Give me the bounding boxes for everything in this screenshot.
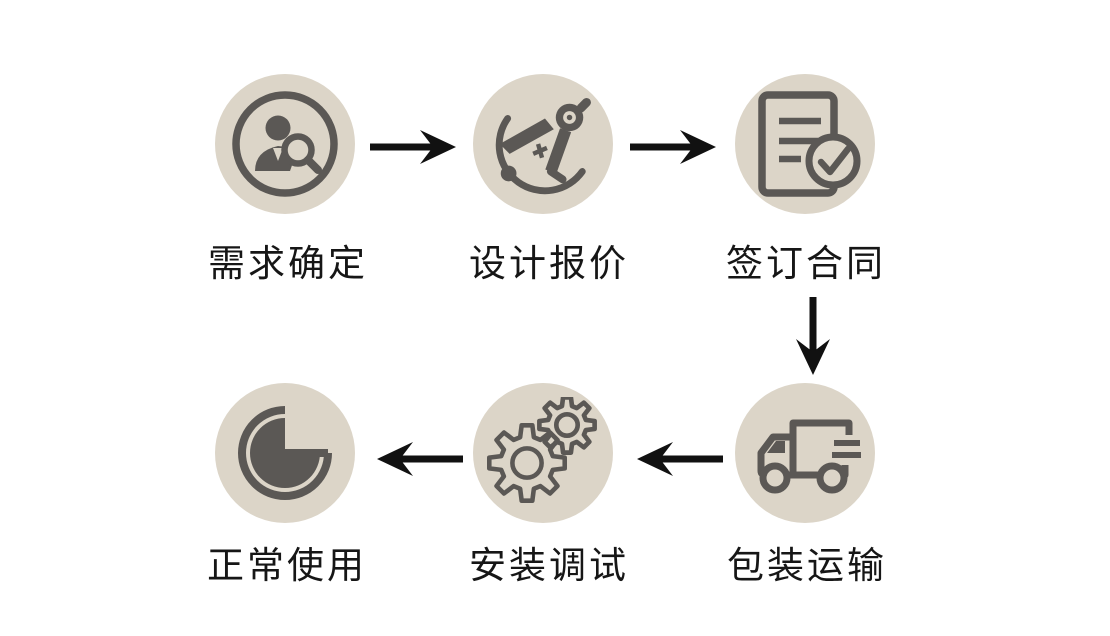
gears-icon [487,397,599,509]
step-label-shipping: 包装运输 [727,544,887,587]
step-circle-installation [473,383,613,523]
step-label-requirement: 需求确定 [208,242,368,285]
usage-pie-icon [238,406,332,500]
arrow-left-icon [377,442,463,476]
step-circle-shipping [735,383,875,523]
arrow-left-icon [637,442,723,476]
step-label-contract: 签订合同 [726,242,886,285]
step-label-design: 设计报价 [469,242,629,285]
customer-search-icon [232,91,338,197]
step-label-installation: 安装调试 [469,544,629,587]
step-circle-design [473,74,613,214]
step-circle-requirement [215,74,355,214]
arrow-right-icon [370,130,456,164]
delivery-truck-icon [757,419,861,494]
contract-check-icon [758,91,861,197]
arrow-down-icon [796,297,830,375]
step-circle-contract [735,74,875,214]
design-compass-icon [495,98,591,195]
step-label-usage: 正常使用 [207,544,367,587]
arrow-right-icon [630,130,716,164]
step-circle-usage [215,383,355,523]
